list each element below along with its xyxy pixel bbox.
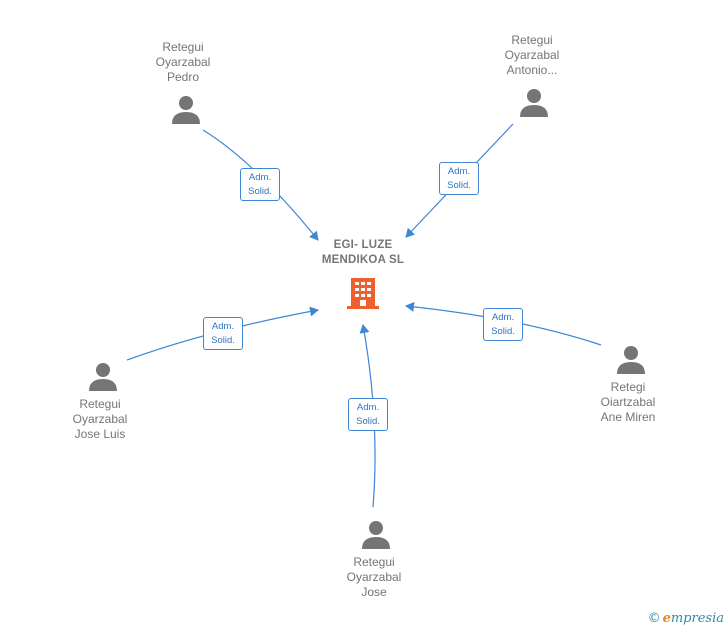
person-label-jose[interactable]: Retegui Oyarzabal Jose	[324, 555, 424, 600]
person-name-line: Retegui	[511, 33, 553, 47]
edge-role-line: Solid.	[447, 180, 471, 191]
company-name-line-2: MENDIKOA SL	[321, 254, 405, 266]
person-icon[interactable]	[171, 95, 201, 125]
person-icon[interactable]	[519, 88, 549, 118]
person-name-line: Oyarzabal	[72, 412, 128, 426]
person-label-pedro[interactable]: Retegui Oyarzabal Pedro	[133, 40, 233, 85]
person-name-line: Jose	[361, 585, 387, 599]
person-icon[interactable]	[361, 520, 391, 550]
person-name-line: Oiartzabal	[600, 395, 656, 409]
brand-rest: mpresia	[670, 611, 724, 626]
copyright-symbol: ©	[647, 611, 661, 626]
person-name-line: Oyarzabal	[155, 55, 211, 69]
person-name-line: Retegi	[610, 380, 646, 394]
edge-role-badge-jose[interactable]: Adm. Solid.	[348, 398, 388, 431]
brand-initial: e	[662, 611, 671, 626]
edge-role-line: Adm.	[211, 321, 235, 332]
person-name-line: Oyarzabal	[504, 48, 560, 62]
person-label-jose-luis[interactable]: Retegui Oyarzabal Jose Luis	[50, 397, 150, 442]
person-name-line: Retegui	[353, 555, 395, 569]
edge-role-badge-jose-luis[interactable]: Adm. Solid.	[203, 317, 243, 350]
edge-role-line: Solid.	[248, 186, 272, 197]
building-icon[interactable]	[347, 276, 379, 310]
person-label-ane-miren[interactable]: Retegi Oiartzabal Ane Miren	[578, 380, 678, 425]
edge-role-line: Solid.	[211, 335, 235, 346]
edge-role-line: Solid.	[356, 416, 380, 427]
person-icon[interactable]	[88, 362, 118, 392]
person-name-line: Retegui	[79, 397, 121, 411]
edge-role-line: Adm.	[491, 312, 515, 323]
edge-role-line: Adm.	[356, 402, 380, 413]
edge-role-badge-pedro[interactable]: Adm. Solid.	[240, 168, 280, 201]
person-name-line: Ane Miren	[600, 410, 656, 424]
person-icon[interactable]	[616, 345, 646, 375]
person-name-line: Pedro	[166, 70, 200, 84]
person-name-line: Jose Luis	[74, 427, 126, 441]
edge-role-badge-antonio[interactable]: Adm. Solid.	[439, 162, 479, 195]
edge-role-line: Adm.	[447, 166, 471, 177]
person-name-line: Oyarzabal	[346, 570, 402, 584]
edge-role-badge-ane-miren[interactable]: Adm. Solid.	[483, 308, 523, 341]
edge-role-line: Adm.	[248, 172, 272, 183]
person-name-line: Retegui	[162, 40, 204, 54]
company-name-line-1: EGI- LUZE	[333, 239, 393, 251]
company-name[interactable]: EGI- LUZE MENDIKOA SL	[305, 238, 421, 268]
edge-role-line: Solid.	[491, 326, 515, 337]
person-name-line: Antonio...	[506, 63, 558, 77]
empresia-logo[interactable]: ©empresia	[648, 611, 724, 626]
person-label-antonio[interactable]: Retegui Oyarzabal Antonio...	[482, 33, 582, 78]
